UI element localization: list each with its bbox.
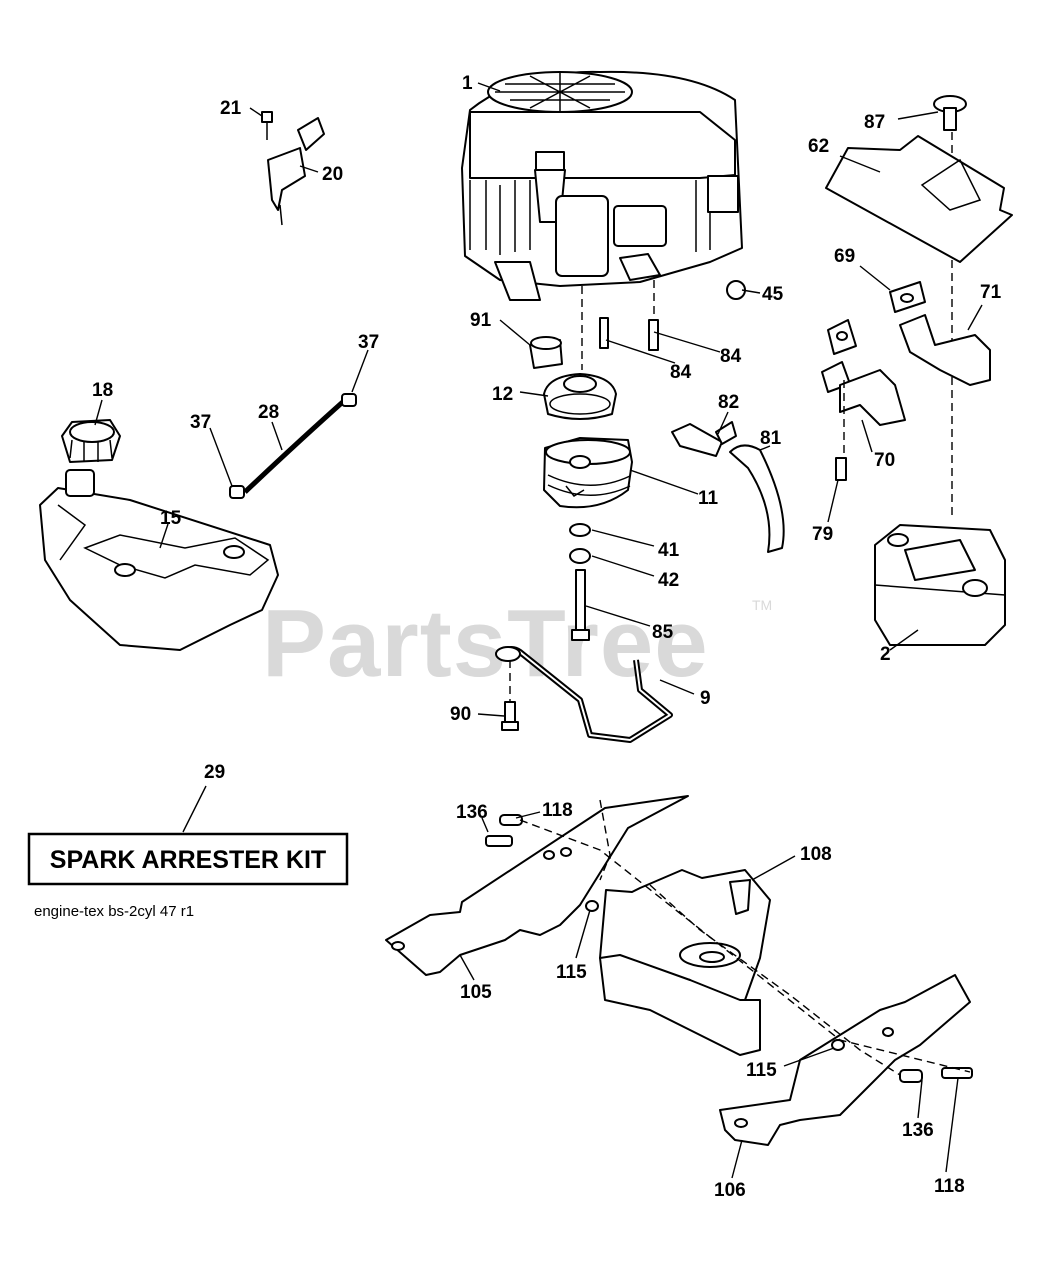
diagram-caption: engine-tex bs-2cyl 47 r1: [34, 903, 194, 920]
watermark-trademark: TM: [752, 597, 772, 613]
rod-part[interactable]: [495, 646, 673, 743]
fuel-tank-part[interactable]: [39, 469, 279, 651]
callout-79: 79: [812, 524, 833, 545]
callout-21: 21: [220, 98, 242, 119]
callout-115b: 115: [746, 1060, 777, 1081]
callout-85: 85: [652, 622, 674, 643]
callout-20: 20: [322, 164, 343, 185]
callout-118b: 118: [934, 1176, 965, 1197]
muffler-part[interactable]: [874, 524, 1006, 646]
callout-37a: 37: [358, 332, 379, 353]
callout-9: 9: [700, 688, 711, 709]
heat-shield-part[interactable]: [825, 135, 1013, 520]
callout-87: 87: [864, 112, 885, 133]
kit-box-label: SPARK ARRESTER KIT: [50, 846, 326, 874]
callout-28: 28: [258, 402, 279, 423]
callout-18: 18: [92, 380, 113, 401]
washers-115-part[interactable]: [585, 900, 845, 1051]
callout-11: 11: [698, 488, 719, 509]
left-plate-part[interactable]: [385, 795, 689, 976]
callout-91: 91: [470, 310, 492, 331]
watermark-text: PartsTree: [262, 590, 709, 697]
callout-71: 71: [980, 282, 1002, 303]
callout-118a: 118: [542, 800, 573, 821]
fuel-cap-part[interactable]: [61, 419, 121, 463]
callout-84b: 84: [720, 346, 742, 367]
callout-2: 2: [880, 644, 891, 665]
clutch-part[interactable]: [543, 437, 633, 509]
callout-108: 108: [800, 844, 832, 865]
callout-105: 105: [460, 982, 492, 1003]
callout-15: 15: [160, 508, 182, 529]
bolt-90-part[interactable]: [501, 660, 519, 731]
frame-bolts-part[interactable]: [485, 799, 973, 1083]
spark-arrester-kit-box[interactable]: SPARK ARRESTER KIT: [27, 832, 349, 886]
callout-136b: 136: [902, 1120, 934, 1141]
callout-29: 29: [204, 762, 225, 783]
callout-84a: 84: [670, 362, 692, 383]
callout-106: 106: [714, 1180, 746, 1201]
callout-1: 1: [462, 73, 473, 94]
callout-115a: 115: [556, 962, 587, 983]
callout-90: 90: [450, 704, 471, 725]
callout-70: 70: [874, 450, 895, 471]
fuel-line-part[interactable]: [229, 393, 357, 499]
bolts-84-part[interactable]: [599, 280, 659, 351]
throttle-bracket-part[interactable]: [261, 111, 325, 226]
exhaust-parts[interactable]: [821, 281, 991, 481]
engine-mount-part[interactable]: [599, 869, 771, 1056]
callout-37b: 37: [190, 412, 211, 433]
pulley-part[interactable]: [543, 373, 617, 420]
callout-45: 45: [762, 284, 784, 305]
engine-part[interactable]: [461, 70, 743, 370]
callout-82: 82: [718, 392, 739, 413]
bushing-part[interactable]: [529, 336, 563, 369]
callout-62: 62: [808, 136, 829, 157]
leader-lines: [94, 82, 983, 1179]
callout-42: 42: [658, 570, 679, 591]
callout-136a: 136: [456, 802, 488, 823]
callout-12: 12: [492, 384, 513, 405]
callout-labels: 1 21 20 87 62 45 69 71 91 84 84 37 37 28…: [92, 73, 1002, 1201]
callout-81: 81: [760, 428, 782, 449]
callout-41: 41: [658, 540, 680, 561]
washers-bolt-part[interactable]: [569, 523, 591, 641]
fitting-hose-part[interactable]: [671, 421, 785, 553]
callout-69: 69: [834, 246, 855, 267]
